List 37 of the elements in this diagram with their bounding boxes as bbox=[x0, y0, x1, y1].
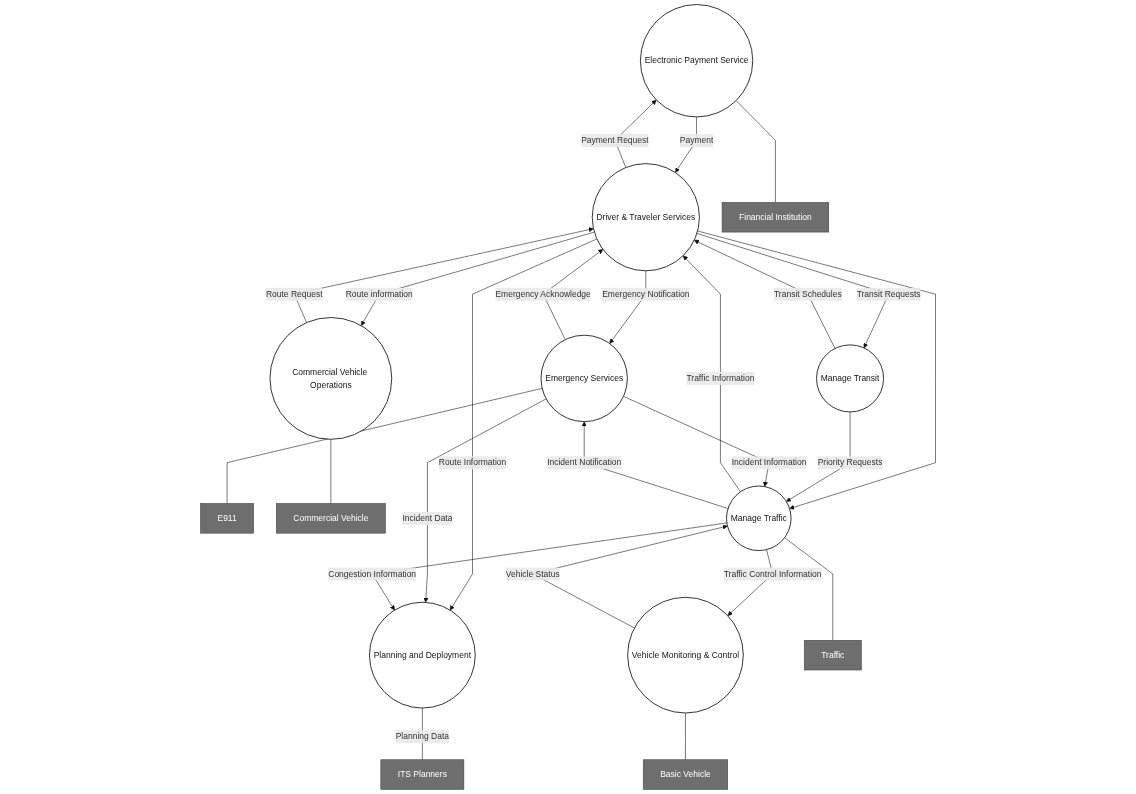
edge-label: Incident Information bbox=[731, 457, 807, 468]
edge-label: Route Information bbox=[438, 457, 507, 468]
node-circle: Emergency Services bbox=[540, 334, 628, 423]
edge-label: Payment bbox=[679, 135, 714, 145]
node-circle: Commercial Vehicle Operations bbox=[269, 317, 393, 440]
edge-label: Traffic Control Information bbox=[723, 568, 822, 579]
node-box: Financial Institution bbox=[721, 202, 830, 233]
edge-label: Vehicle Status bbox=[505, 568, 560, 579]
edge-label: Route Request bbox=[265, 288, 323, 299]
edge-label: Congestion Information bbox=[328, 568, 417, 579]
connector bbox=[685, 712, 686, 760]
edge-label: Planning Data bbox=[395, 731, 450, 741]
edge-label: Route information bbox=[345, 288, 413, 299]
connector bbox=[784, 537, 834, 641]
node-circle: Driver & Traveler Services bbox=[591, 163, 700, 272]
node-box: Basic Vehicle bbox=[642, 759, 728, 790]
node-circle: Vehicle Monitoring & Control bbox=[627, 596, 744, 714]
edge-label: Transit Schedules bbox=[773, 288, 842, 299]
node-box: ITS Planners bbox=[380, 759, 465, 790]
edge-label: Emergency Acknowledge bbox=[495, 288, 591, 299]
connector bbox=[330, 439, 332, 504]
connector bbox=[226, 388, 543, 504]
node-circle: Electronic Payment Service bbox=[639, 4, 754, 118]
edge-label: Traffic Information bbox=[686, 373, 755, 383]
edge-label: Emergency Notification bbox=[602, 288, 690, 299]
node-circle: Manage Transit bbox=[816, 344, 884, 413]
node-circle: Manage Traffic bbox=[726, 485, 792, 551]
node-box: Traffic bbox=[803, 640, 862, 671]
node-box: E911 bbox=[200, 503, 254, 534]
connector bbox=[735, 100, 776, 203]
edge-label: Priority Requests bbox=[817, 457, 883, 468]
edge-label: Incident Data bbox=[402, 513, 453, 523]
edge-label: Transit Requests bbox=[856, 288, 921, 299]
edge-label: Payment Request bbox=[581, 135, 649, 145]
node-box: Commercial Vehicle bbox=[276, 503, 386, 534]
node-circle: Planning and Deployment bbox=[369, 601, 476, 709]
edge-label: Incident Notification bbox=[547, 457, 622, 468]
